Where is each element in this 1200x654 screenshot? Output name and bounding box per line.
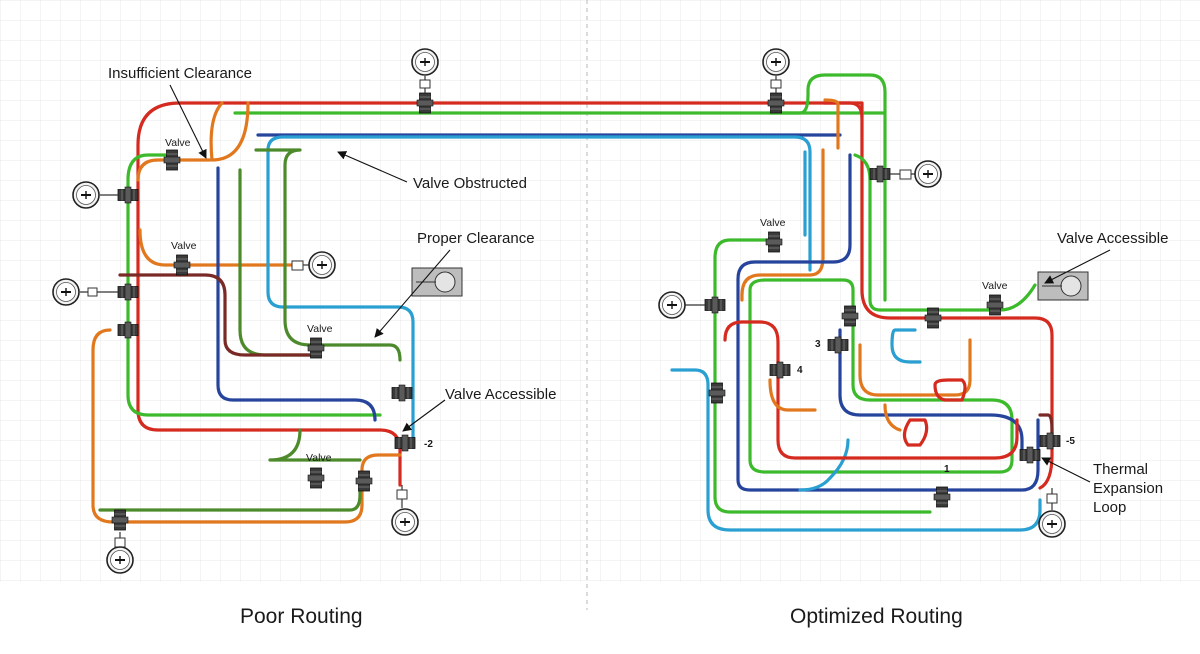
pressure-gauge-icon[interactable]	[52, 278, 80, 306]
valve-icon[interactable]	[307, 337, 325, 359]
valve-icon[interactable]	[708, 382, 726, 404]
valve-icon[interactable]	[416, 92, 434, 114]
left-maroon-pipe	[118, 273, 312, 357]
valve-number: 4	[797, 365, 803, 376]
right-orange-pipe	[740, 98, 840, 302]
valve-icon[interactable]	[173, 254, 191, 276]
left-panel-pipes	[91, 101, 885, 524]
valve-icon[interactable]	[117, 186, 139, 204]
right-panel-title: Optimized Routing	[790, 605, 963, 628]
right-red-loop-pipe	[723, 320, 1019, 460]
valve-icon[interactable]	[933, 486, 951, 508]
valve-icon[interactable]	[704, 296, 726, 314]
right-red-top-pipe	[822, 101, 1054, 490]
right-annotations: Valve Accessible Thermal Expansion Loop …	[760, 217, 1168, 628]
right-orange-lower-pipe	[768, 338, 972, 432]
valve-icon[interactable]	[841, 305, 859, 327]
pressure-gauge-icon[interactable]	[106, 546, 134, 574]
valve-icon[interactable]	[111, 509, 129, 531]
valve-number: 1	[944, 464, 950, 475]
right-green-top-pipe	[768, 73, 887, 302]
left-orange-pipe	[136, 101, 250, 182]
valve-icon[interactable]	[924, 307, 942, 329]
pressure-gauge-icon[interactable]	[72, 181, 100, 209]
pressure-gauge-icon[interactable]	[762, 48, 790, 76]
right-blue-small-pipe	[890, 328, 922, 364]
annotation-insufficient-clearance: Insufficient Clearance	[108, 65, 252, 82]
valve-icon[interactable]	[986, 294, 1004, 316]
annotation-thermal-line3: Loop	[1093, 499, 1126, 516]
pressure-gauge-icon[interactable]	[411, 48, 439, 76]
annotation-valve-accessible-left: Valve Accessible	[445, 386, 556, 403]
annotation-proper-clearance: Proper Clearance	[417, 230, 535, 247]
left-green-pipe	[126, 153, 382, 417]
valve-number: 3	[815, 339, 821, 350]
right-blue-pipe	[670, 150, 1042, 532]
valve-icon[interactable]	[767, 92, 785, 114]
annotation-thermal-line1: Thermal	[1093, 461, 1148, 478]
valve-icon[interactable]	[1039, 432, 1061, 450]
pressure-gauge-icon[interactable]	[391, 508, 419, 536]
left-olive-lower-pipe	[98, 428, 362, 512]
right-maroon-pipe	[1038, 413, 1054, 442]
left-blue-pipe	[266, 135, 812, 442]
valve-label: Valve	[982, 280, 1008, 292]
right-red-small-loop	[902, 418, 929, 447]
right-gauges	[658, 48, 1089, 538]
right-darkblue-inner-pipe	[838, 328, 1024, 452]
valve-icon[interactable]	[827, 336, 849, 354]
valve-icon[interactable]	[1019, 446, 1041, 464]
handwheel-icon[interactable]	[411, 267, 463, 297]
left-gauges	[52, 48, 463, 574]
left-annotations: Insufficient Clearance Valve Obstructed …	[108, 65, 556, 628]
valve-label: Valve	[306, 452, 332, 464]
valve-icon[interactable]	[391, 384, 413, 402]
valve-icon[interactable]	[394, 434, 416, 452]
valve-icon[interactable]	[769, 361, 791, 379]
left-orange-lower-pipe	[91, 328, 402, 524]
valve-label: Valve	[760, 217, 786, 229]
right-green-loop-pipe	[748, 278, 1014, 474]
left-red-pipe	[136, 101, 864, 487]
valve-icon[interactable]	[765, 231, 783, 253]
valve-icon[interactable]	[307, 467, 325, 489]
right-green-pipe	[713, 153, 1037, 514]
valve-icon[interactable]	[869, 165, 891, 183]
left-orange-valve-pipe	[138, 228, 302, 267]
handwheel-icon[interactable]	[1037, 271, 1089, 301]
annotation-valve-obstructed: Valve Obstructed	[413, 175, 527, 192]
pressure-gauge-icon[interactable]	[1038, 510, 1066, 538]
valve-icon[interactable]	[117, 321, 139, 339]
annotation-valve-accessible-right: Valve Accessible	[1057, 230, 1168, 247]
grid-background	[0, 0, 1200, 582]
left-panel-title: Poor Routing	[240, 605, 363, 628]
valve-number: -2	[424, 439, 433, 450]
pressure-gauge-icon[interactable]	[914, 160, 942, 188]
valve-number: -5	[1066, 436, 1075, 447]
right-darkblue-pipe	[736, 153, 1040, 492]
valve-icon[interactable]	[163, 149, 181, 171]
right-panel-pipes	[670, 73, 1054, 532]
valve-label: Valve	[307, 323, 333, 335]
pressure-gauge-icon[interactable]	[658, 291, 686, 319]
right-red-expansion-loop	[933, 378, 967, 402]
valve-icon[interactable]	[355, 470, 373, 492]
valve-label: Valve	[171, 240, 197, 252]
pressure-gauge-icon[interactable]	[308, 251, 336, 279]
left-darkblue-pipe	[216, 133, 842, 422]
valve-label: Valve	[165, 137, 191, 149]
valve-icon[interactable]	[117, 283, 139, 301]
annotation-thermal-line2: Expansion	[1093, 480, 1163, 497]
